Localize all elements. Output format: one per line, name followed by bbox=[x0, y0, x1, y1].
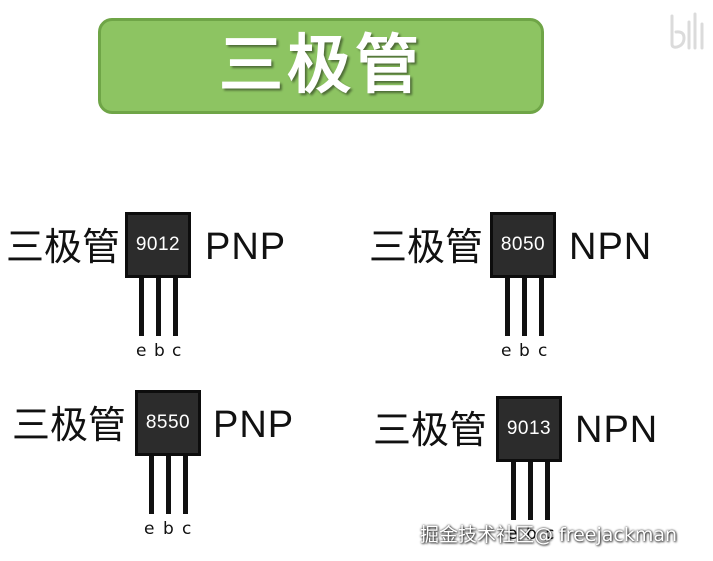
transistor-leg-e bbox=[505, 278, 510, 336]
transistor-type: NPN bbox=[569, 226, 653, 268]
transistor-type: NPN bbox=[575, 409, 659, 451]
transistor-number: 8550 bbox=[145, 412, 191, 433]
transistor-body: 8050 bbox=[490, 212, 556, 278]
transistor-body: 9013 bbox=[496, 396, 562, 462]
transistor-label: 三极管 bbox=[6, 225, 121, 269]
transistor-leg-b bbox=[528, 462, 533, 520]
pin-b-label: b bbox=[163, 519, 174, 539]
bilibili-logo bbox=[670, 12, 704, 50]
transistor-number: 9012 bbox=[135, 234, 181, 255]
transistor-label: 三极管 bbox=[373, 408, 488, 452]
transistor-leg-c bbox=[173, 278, 178, 336]
pin-c-label: c bbox=[538, 341, 548, 361]
pin-c-label: c bbox=[172, 341, 182, 361]
page-title: 三极管 bbox=[219, 29, 423, 103]
title-banner: 三极管 bbox=[98, 18, 544, 114]
transistor-type: PNP bbox=[213, 404, 295, 446]
pin-e-label: e bbox=[507, 524, 518, 544]
transistor-number: 9013 bbox=[506, 418, 552, 439]
transistor-leg-b bbox=[156, 278, 161, 336]
transistor-label: 三极管 bbox=[369, 225, 484, 269]
transistor-label: 三极管 bbox=[12, 403, 127, 447]
pin-e-label: e bbox=[144, 519, 155, 539]
transistor-type: PNP bbox=[205, 226, 287, 268]
transistor-leg-e bbox=[149, 456, 154, 514]
transistor-leg-c bbox=[545, 462, 550, 520]
pin-e-label: e bbox=[501, 341, 512, 361]
transistor-body: 9012 bbox=[125, 212, 191, 278]
transistor-leg-b bbox=[522, 278, 527, 336]
transistor-leg-e bbox=[511, 462, 516, 520]
pin-b-label: b bbox=[526, 524, 537, 544]
pin-b-label: b bbox=[519, 341, 530, 361]
pin-c-label: c bbox=[545, 524, 555, 544]
pin-c-label: c bbox=[182, 519, 192, 539]
transistor-leg-c bbox=[183, 456, 188, 514]
watermark-credit: 掘金技术社区@ freejackman bbox=[420, 524, 678, 546]
transistor-leg-e bbox=[139, 278, 144, 336]
pin-b-label: b bbox=[154, 341, 165, 361]
transistor-body: 8550 bbox=[135, 390, 201, 456]
transistor-leg-c bbox=[539, 278, 544, 336]
pin-e-label: e bbox=[136, 341, 147, 361]
transistor-leg-b bbox=[166, 456, 171, 514]
transistor-number: 8050 bbox=[500, 234, 546, 255]
